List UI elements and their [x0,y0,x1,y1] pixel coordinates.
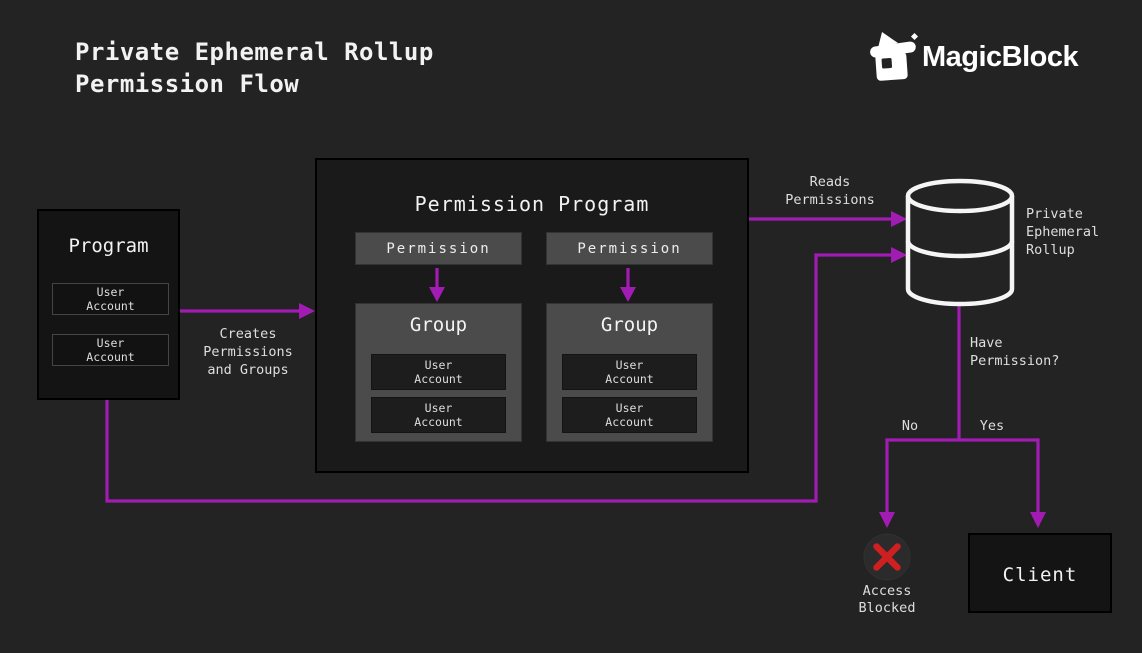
permission-program-title: Permission Program [414,192,650,216]
group-title: Group [409,314,468,336]
permission-box: Permission [355,232,522,265]
magicblock-logo-icon [870,32,919,81]
access-blocked-icon [863,533,911,581]
permission-box: Permission [546,232,713,265]
client-title: Client [1002,564,1078,586]
reads-permissions-arrow [749,211,907,227]
database-icon [905,178,1015,307]
group-title: Group [600,314,659,336]
no-branch-label: No [901,418,919,434]
permission-program-node: Permission Program Permission Permission… [315,158,749,473]
brand-logo: MagicBlock [868,28,1098,86]
creates-arrow [180,303,315,319]
client-node: Client [968,533,1112,613]
brand-wordmark: MagicBlock [922,40,1079,73]
program-title: Program [68,235,149,257]
yes-branch-label: Yes [979,418,1005,434]
